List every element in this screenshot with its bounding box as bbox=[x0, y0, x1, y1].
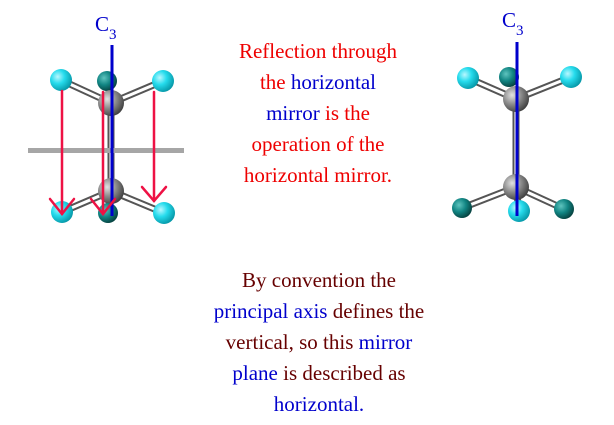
right-atom-h1 bbox=[457, 67, 479, 89]
caption-bottom-line-segment: is described as bbox=[277, 361, 406, 385]
caption-top-line-segment: operation of the bbox=[251, 132, 385, 156]
caption-bottom-line-segment: plane bbox=[232, 361, 278, 385]
right-atom-h4 bbox=[452, 198, 472, 218]
caption-bottom-line: vertical, so this mirror bbox=[188, 327, 450, 358]
caption-top-line-segment: horizontal bbox=[290, 70, 377, 94]
caption-bottom-line-segment: By convention the bbox=[242, 268, 396, 292]
caption-top-line-segment: mirror bbox=[266, 101, 320, 125]
caption-bottom-line: By convention the bbox=[188, 265, 450, 296]
left-atom-h2-back bbox=[97, 71, 117, 91]
caption-bottom-line: horizontal. bbox=[188, 389, 450, 420]
caption-bottom-line-segment: horizontal. bbox=[273, 392, 365, 416]
caption-top-line: horizontal mirror. bbox=[212, 160, 424, 191]
left-c3-label: C3 bbox=[95, 12, 117, 43]
caption-bottom-line: principal axis defines the bbox=[188, 296, 450, 327]
caption-bottom-line-segment: defines the bbox=[327, 299, 425, 323]
right-atom-h6 bbox=[554, 199, 574, 219]
caption-top-line-segment: horizontal mirror. bbox=[243, 163, 393, 187]
caption-bottom-line-segment: mirror bbox=[358, 330, 413, 354]
caption-bottom-line-segment: vertical, so this bbox=[225, 330, 359, 354]
caption-top-line: the horizontal bbox=[212, 67, 424, 98]
left-atom-h3 bbox=[152, 70, 174, 92]
left-molecule: C3 bbox=[28, 12, 184, 224]
right-c3-label: C3 bbox=[502, 8, 524, 39]
right-molecule: C3 bbox=[452, 8, 582, 222]
right-atom-h5 bbox=[508, 200, 530, 222]
left-reflection-arrows bbox=[48, 89, 168, 217]
left-atom-h6 bbox=[153, 202, 175, 224]
right-atom-h2-back bbox=[499, 67, 519, 87]
left-atom-h1 bbox=[50, 69, 72, 91]
caption-top-line-segment: the bbox=[259, 70, 291, 94]
caption-top-line-segment: Reflection through bbox=[238, 39, 398, 63]
reflection-arrow-3 bbox=[140, 90, 168, 203]
reflection-arrow-1 bbox=[48, 89, 76, 217]
caption-bottom: By convention the principal axis defines … bbox=[188, 265, 450, 420]
caption-top-line: Reflection through bbox=[212, 36, 424, 67]
caption-bottom-line-segment: principal axis bbox=[213, 299, 328, 323]
right-atom-h3 bbox=[560, 66, 582, 88]
caption-bottom-line: plane is described as bbox=[188, 358, 450, 389]
caption-top-line: operation of the bbox=[212, 129, 424, 160]
caption-top-line: mirror is the bbox=[212, 98, 424, 129]
horizontal-mirror-plane bbox=[28, 148, 184, 153]
caption-top-line-segment: is the bbox=[319, 101, 370, 125]
reflection-arrow-2 bbox=[89, 90, 117, 217]
